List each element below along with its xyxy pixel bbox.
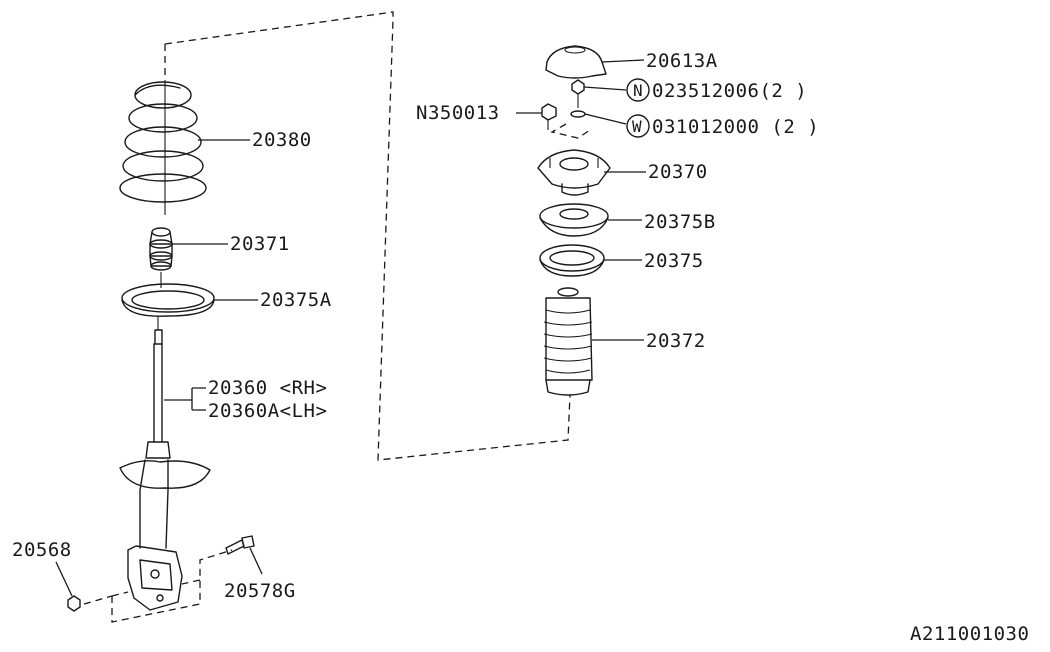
nut-code-circle [626, 78, 650, 102]
mounting-bolt [225, 535, 255, 555]
strut-cap [545, 45, 607, 79]
upper-spring-seat [539, 244, 605, 277]
label-bolt: 20578G [224, 580, 296, 602]
mount-nut [571, 79, 585, 108]
washer-code-circle [626, 114, 650, 138]
coil-spring [119, 80, 207, 215]
label-spring: 20380 [252, 129, 312, 151]
assembly-dashed-line [164, 11, 571, 461]
figure-code: A211001030 [910, 623, 1029, 645]
lower-spring-seat [121, 283, 215, 317]
leader-nut [55, 561, 73, 597]
label-lower-nut: 20568 [12, 539, 72, 561]
strut-mount [537, 149, 611, 196]
washer [550, 110, 591, 139]
top-nut [541, 103, 557, 130]
label-top-nut: N350013 [416, 102, 500, 124]
label-strut-lh: 20360A<LH> [208, 400, 327, 422]
leader-strut [164, 387, 206, 411]
label-lower-seat: 20375A [260, 289, 332, 311]
bump-stop [149, 227, 173, 288]
nut-code: N [633, 81, 643, 100]
dust-boot [543, 287, 593, 396]
label-cap: 20613A [646, 50, 718, 72]
label-mount: 20370 [648, 161, 708, 183]
label-mount-nut: 023512006(2 ) [652, 80, 807, 102]
leader-bolt [249, 547, 263, 575]
label-upper-seat-b: 20375B [644, 211, 716, 233]
washer-code: W [632, 117, 642, 136]
label-boot: 20372 [646, 330, 706, 352]
label-strut-rh: 20360 <RH> [208, 377, 327, 399]
label-upper-seat: 20375 [644, 250, 704, 272]
label-washer: 031012000 (2 ) [652, 116, 819, 138]
label-bump-stop: 20371 [230, 233, 290, 255]
leader-mount-nut [583, 86, 627, 91]
leader-cap [601, 59, 645, 63]
strut-assembly [119, 316, 211, 611]
lower-nut [67, 595, 113, 612]
bolt-dashed-box [111, 549, 233, 623]
leader-washer [584, 113, 627, 125]
upper-spring-seat-b [539, 203, 609, 237]
